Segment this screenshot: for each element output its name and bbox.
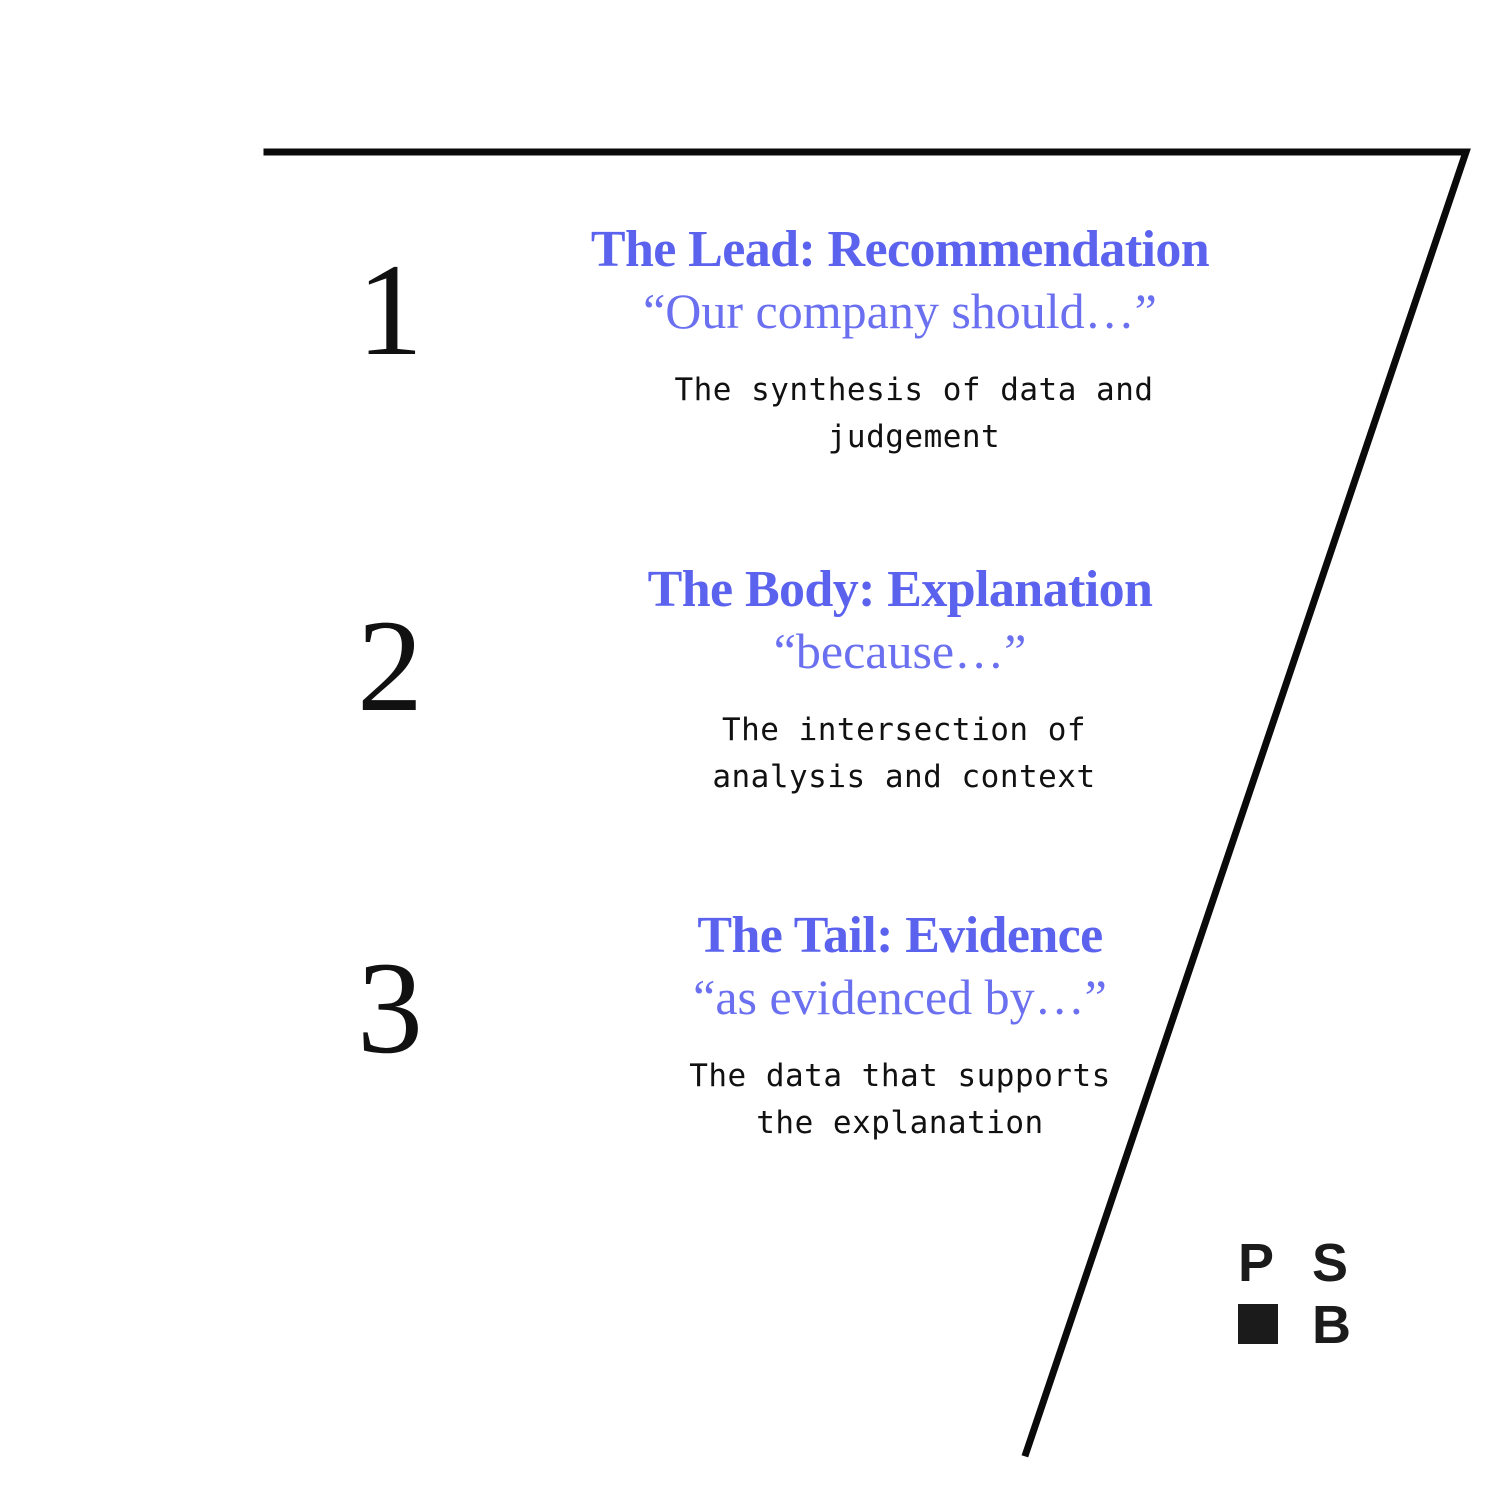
block-1-description-line-2: judgement: [827, 418, 1001, 455]
logo-letter-s: S: [1312, 1233, 1349, 1293]
psb-logo: P S B: [1238, 1236, 1362, 1354]
block-2-number: 2: [357, 592, 423, 739]
block-2-text-column: The Body: Explanation “because…” The int…: [460, 561, 1340, 800]
block-3-quote: “as evidenced by…”: [693, 969, 1107, 1026]
block-2-description-line-2: analysis and context: [712, 758, 1096, 795]
block-3-text-column: The Tail: Evidence “as evidenced by…” Th…: [460, 907, 1340, 1146]
block-1-title: The Lead: Recommendation: [590, 221, 1210, 278]
block-3-description: The data that supports the explanation: [460, 1053, 1340, 1146]
block-1-description: The synthesis of data and judgement: [460, 367, 1340, 460]
block-1-description-line-1: The synthesis of data and: [674, 372, 1154, 409]
block-3-description-line-2: the explanation: [756, 1104, 1044, 1141]
block-2-title: The Body: Explanation: [647, 561, 1153, 618]
logo-letter-b: B: [1312, 1295, 1351, 1355]
logo-letter-p: P: [1238, 1233, 1275, 1293]
block-2-description: The intersection of analysis and context: [460, 707, 1340, 800]
block-1-number: 1: [357, 236, 423, 383]
block-2-quote: “because…”: [773, 623, 1027, 680]
block-3-description-line-1: The data that supports: [689, 1058, 1111, 1095]
block-3-number: 3: [357, 934, 423, 1081]
logo-square-mark: [1238, 1304, 1278, 1344]
block-3-title: The Tail: Evidence: [697, 907, 1103, 964]
block-1-text-column: The Lead: Recommendation “Our company sh…: [460, 221, 1340, 460]
block-2-description-line-1: The intersection of: [721, 712, 1087, 749]
block-1-quote: “Our company should…”: [643, 283, 1157, 340]
